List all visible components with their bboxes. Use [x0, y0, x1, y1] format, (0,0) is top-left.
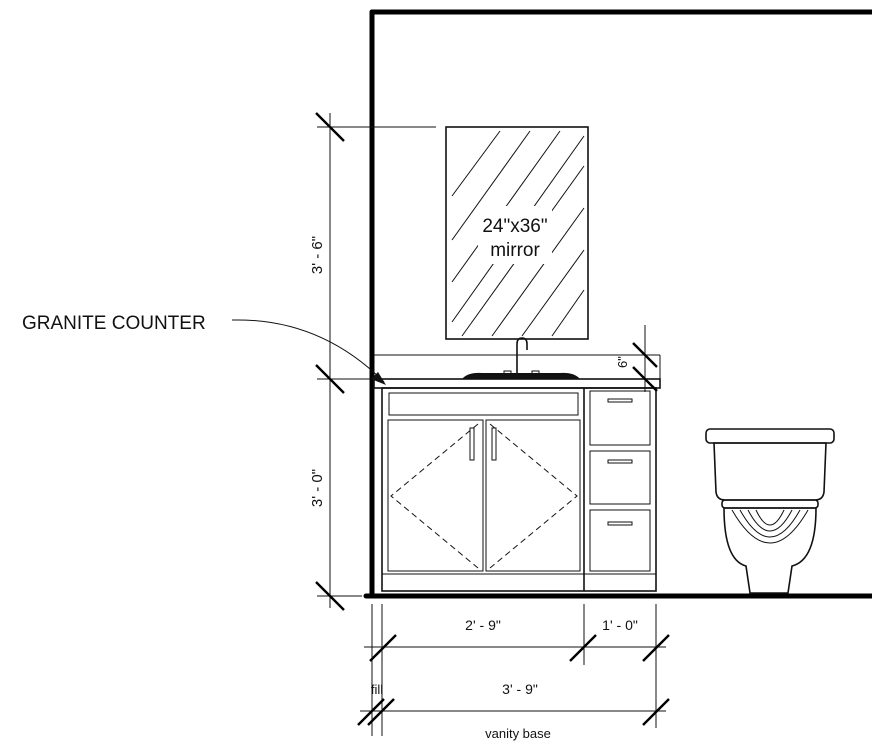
right-door	[485, 419, 581, 572]
upper-height-label: 3' - 6"	[309, 236, 326, 274]
vanity-width-label: 3' - 9"	[502, 681, 538, 697]
toilet-tank	[713, 442, 827, 501]
vanity-base-label: vanity base	[485, 726, 551, 741]
cabinet-width-label: 2' - 9"	[465, 617, 501, 633]
right-door-swing	[489, 423, 578, 569]
cabinet-body	[381, 387, 657, 592]
fill-label: fill	[371, 682, 383, 697]
mirror: 24"x36" mirror	[445, 126, 589, 340]
right-door-handle	[491, 427, 497, 461]
mirror-type-label: mirror	[490, 240, 540, 261]
drawer-2-pull	[607, 459, 633, 464]
toilet-bowl	[723, 507, 817, 594]
row1-tick-mid	[569, 634, 597, 662]
row1-tick-right	[642, 634, 670, 662]
backsplash-height-label: 6"	[615, 356, 630, 368]
false-drawer-front	[388, 392, 579, 416]
left-door-handle	[469, 427, 475, 461]
granite-counter-top	[373, 378, 661, 389]
sink-basin	[462, 372, 580, 379]
granite-counter-callout: GRANITE COUNTER	[22, 313, 206, 334]
mirror-frame	[445, 126, 589, 340]
vertical-dimensions: 3' - 6" 3' - 0"	[309, 112, 436, 611]
vanity-cabinet	[381, 387, 657, 592]
horizontal-dimensions: 2' - 9" 1' - 0" fill 3' - 9" vanity base	[357, 604, 670, 741]
toilet-bowl-rings	[731, 509, 809, 544]
mirror-size-label: 24"x36"	[482, 216, 547, 237]
mirror-label-bg	[478, 206, 552, 264]
backsplash-tick-top	[632, 342, 658, 368]
toilet	[705, 428, 835, 594]
backsplash-tick-bottom	[632, 366, 658, 392]
row1-tick-left	[369, 634, 397, 662]
row2-tick-right	[642, 698, 670, 726]
left-door	[387, 419, 484, 572]
drawer-1-pull	[607, 398, 633, 403]
dim-tick-bottom	[315, 581, 345, 611]
drawer-width-label: 1' - 0"	[602, 617, 638, 633]
drawer-2	[589, 450, 651, 505]
faucet	[516, 337, 528, 373]
drawer-3	[589, 509, 651, 572]
toilet-seat	[721, 499, 819, 509]
row2-tick-wall	[357, 698, 385, 726]
row2-tick-cabinet	[367, 698, 395, 726]
counter	[373, 337, 661, 389]
callout-arrowhead	[371, 372, 386, 385]
drawer-3-pull	[607, 521, 633, 526]
toilet-tank-lid	[705, 428, 835, 444]
dim-tick-top	[315, 112, 345, 142]
drawer-1	[589, 390, 651, 446]
backsplash-dimension: 6"	[615, 325, 658, 392]
lower-height-label: 3' - 0"	[309, 469, 326, 507]
left-door-swing	[390, 423, 479, 569]
callout-leader	[231, 319, 385, 383]
dim-tick-mid	[315, 364, 345, 394]
